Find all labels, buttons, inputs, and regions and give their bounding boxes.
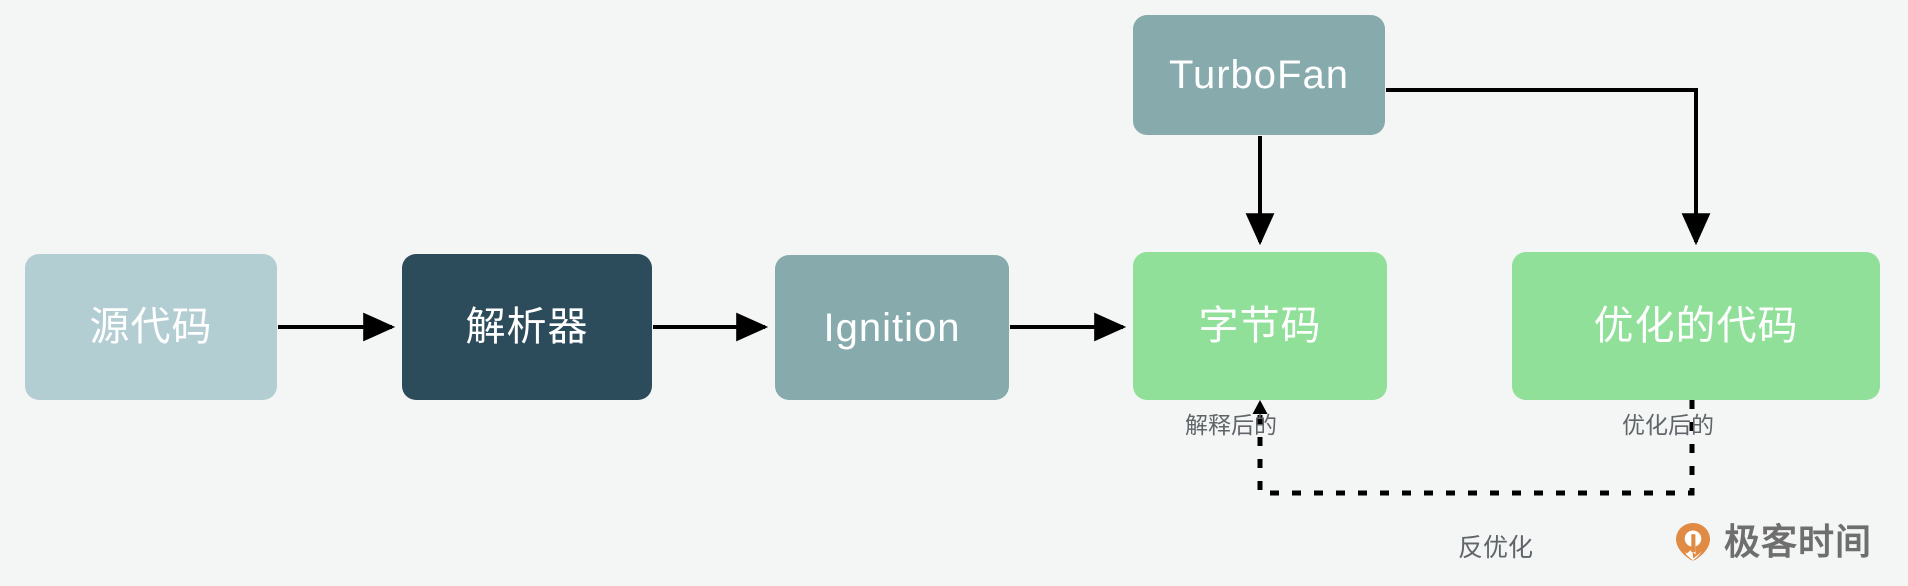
edge-label-interpreted: 解释后的 <box>1185 412 1277 438</box>
edge-label-optimized: 优化后的 <box>1622 412 1714 438</box>
node-ignition-label: Ignition <box>823 305 961 350</box>
node-parser-label: 解析器 <box>465 305 589 349</box>
node-parser[interactable]: 解析器 <box>402 254 652 400</box>
node-bytecode-label: 字节码 <box>1198 304 1322 348</box>
node-source-code-label: 源代码 <box>89 305 213 349</box>
edge-label-deoptimize: 反优化 <box>1458 534 1534 562</box>
brand-name: 极客时间 <box>1724 521 1873 562</box>
arrow-turbofan-to-optimized-code <box>1386 88 1711 246</box>
node-ignition[interactable]: Ignition <box>775 255 1009 400</box>
geekbang-logo-icon <box>1672 521 1714 563</box>
node-optimized-code-label: 优化的代码 <box>1593 304 1799 348</box>
node-turbofan-label: TurboFan <box>1169 53 1349 97</box>
node-turbofan[interactable]: TurboFan <box>1133 15 1385 135</box>
node-optimized-code[interactable]: 优化的代码 <box>1512 252 1880 400</box>
node-bytecode[interactable]: 字节码 <box>1133 252 1387 400</box>
node-source-code[interactable]: 源代码 <box>25 254 277 400</box>
brand-watermark: 极客时间 <box>1672 521 1872 563</box>
